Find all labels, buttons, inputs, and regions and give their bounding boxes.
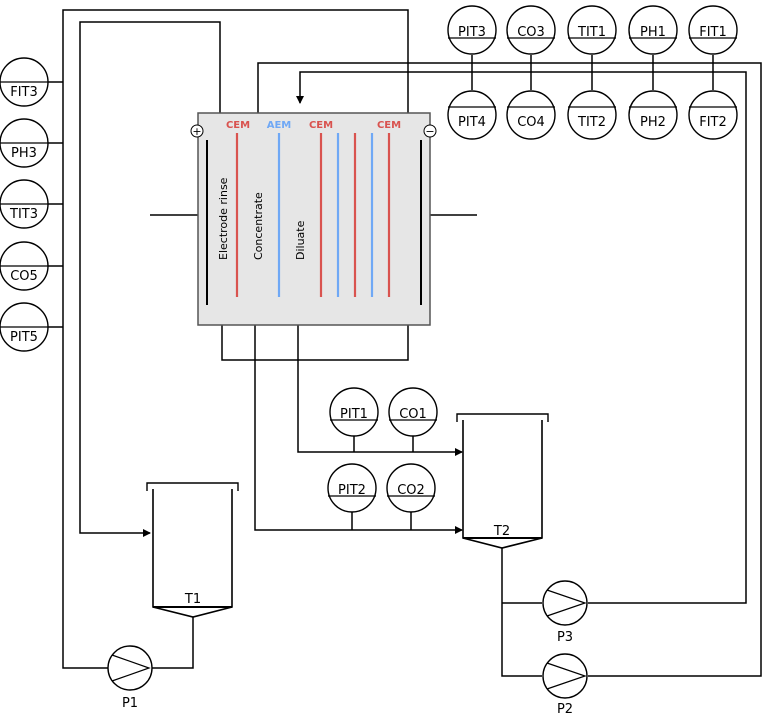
svg-text:PIT4: PIT4	[458, 115, 486, 130]
instrument-tit2: TIT2	[567, 90, 617, 140]
svg-text:CO2: CO2	[397, 483, 425, 498]
tank-label: T2	[493, 524, 510, 539]
instrument-tit3: TIT3	[0, 179, 49, 229]
instrument-ph3: PH3	[0, 118, 49, 168]
svg-text:FIT2: FIT2	[699, 115, 727, 130]
svg-text:CO5: CO5	[10, 269, 38, 284]
svg-text:FIT1: FIT1	[699, 25, 727, 40]
svg-text:PH3: PH3	[11, 146, 37, 161]
instrument-pit1: PIT1	[329, 387, 379, 437]
aem-label: AEM	[267, 120, 292, 131]
instrument-ph1: PH1	[628, 5, 678, 55]
svg-text:PIT1: PIT1	[340, 407, 368, 422]
svg-text:TIT2: TIT2	[577, 115, 606, 130]
instrument-co1: CO1	[388, 387, 438, 437]
svg-text:TIT1: TIT1	[577, 25, 606, 40]
tank-t2: T2	[456, 413, 549, 549]
pump-label: P3	[557, 630, 573, 645]
pump-label: P1	[122, 696, 138, 711]
pipe-diluate-to-t2	[297, 308, 463, 456]
svg-text:PIT5: PIT5	[10, 330, 38, 345]
instrument-pit4: PIT4	[447, 90, 497, 140]
stack-housing	[197, 112, 431, 326]
instrument-ph2: PH2	[628, 90, 678, 140]
svg-text:PIT2: PIT2	[338, 483, 366, 498]
minus-sign: −	[425, 125, 434, 138]
instrument-co4: CO4	[506, 90, 556, 140]
diluate-label: Diluate	[294, 220, 307, 260]
svg-text:CO3: CO3	[517, 25, 545, 40]
pipe-p2-to-stack	[254, 62, 762, 677]
pipe-rinse-to-t1	[79, 21, 221, 537]
instrument-pit3: PIT3	[447, 5, 497, 55]
electrode-rinse-label: Electrode rinse	[217, 177, 230, 260]
instrument-co3: CO3	[506, 5, 556, 55]
instrument-fit1: FIT1	[688, 5, 738, 55]
pump-p1: P1	[107, 645, 153, 711]
instrument-pit2: PIT2	[327, 463, 377, 513]
svg-text:FIT3: FIT3	[10, 85, 38, 100]
instrument-co5: CO5	[0, 241, 49, 291]
svg-text:CO4: CO4	[517, 115, 545, 130]
pipe-concentrate-to-t2	[254, 308, 463, 534]
svg-text:TIT3: TIT3	[9, 207, 38, 222]
instrument-co2: CO2	[386, 463, 436, 513]
svg-text:PH1: PH1	[640, 25, 666, 40]
cem-label: CEM	[226, 120, 250, 131]
pump-label: P2	[557, 702, 573, 715]
pipe-t2-to-pumps	[501, 548, 542, 677]
pump-p3: P3	[542, 580, 588, 645]
instrument-tit1: TIT1	[567, 5, 617, 55]
pipe-p3-to-stack	[296, 71, 747, 604]
tank-label: T1	[184, 592, 201, 607]
cem-label: CEM	[377, 120, 401, 131]
pipe-p1-to-stack	[62, 9, 409, 669]
pipe-t1-to-p1	[152, 617, 194, 669]
instrument-fit3: FIT3	[0, 57, 49, 107]
plus-sign: +	[192, 125, 201, 138]
minus-terminal	[423, 124, 437, 138]
ed-stack: + − CEM AEM CEM CEM Electrode rinse Conc…	[190, 112, 437, 326]
pump-p2: P2	[542, 653, 588, 715]
pipe-rinse-loop	[218, 306, 409, 361]
svg-text:CO1: CO1	[399, 407, 427, 422]
instrument-fit2: FIT2	[688, 90, 738, 140]
piping	[48, 9, 762, 677]
concentrate-label: Concentrate	[252, 192, 265, 260]
cem-label: CEM	[309, 120, 333, 131]
svg-text:PH2: PH2	[640, 115, 666, 130]
instrument-pit5: PIT5	[0, 302, 49, 352]
tank-t1: T1	[146, 482, 239, 618]
plus-terminal	[190, 124, 204, 138]
svg-text:PIT3: PIT3	[458, 25, 486, 40]
